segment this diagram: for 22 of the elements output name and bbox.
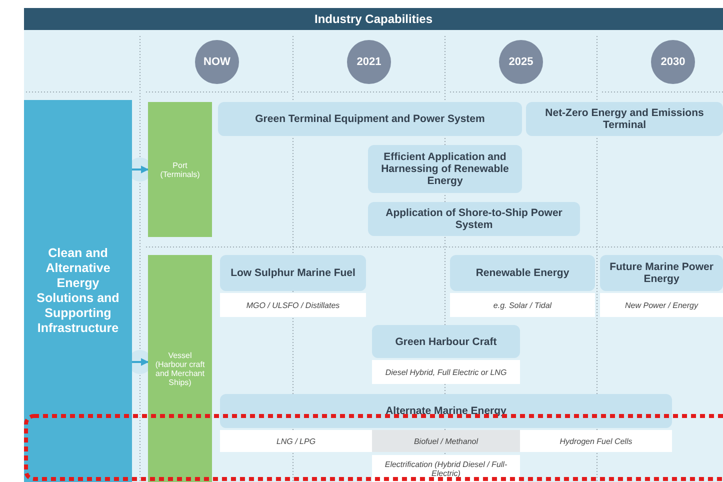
capability-label: Future Marine Power Energy xyxy=(600,255,723,291)
capability-label: Low Sulphur Marine Fuel xyxy=(220,255,366,291)
example-note: e.g. Solar / Tidal xyxy=(450,293,595,317)
example-note: New Power / Energy xyxy=(600,293,723,317)
capability-label: Green Harbour Craft xyxy=(372,325,520,358)
category-panel: Clean and Alternative Energy Solutions and Supporting Infrastructure xyxy=(24,100,132,482)
table-cell: Hydrogen Fuel Cells xyxy=(520,430,672,452)
capability-label: Application of Shore-to-Ship Power System xyxy=(368,202,580,236)
capability-label: Efficient Application and Harnessing of Renewable Energy xyxy=(368,145,522,193)
header-bar: Industry Capabilities xyxy=(24,8,723,30)
arrow xyxy=(132,358,149,366)
segment-bar: Vessel (Harbour craft and Merchant Ships) xyxy=(148,255,212,482)
segment-bar: Port (Terminals) xyxy=(148,102,212,237)
table-cell: LNG / LPG xyxy=(220,430,372,452)
capability-label: Renewable Energy xyxy=(450,255,595,291)
example-note: MGO / ULSFO / Distillates xyxy=(220,293,366,317)
capability-label: Green Terminal Equipment and Power System xyxy=(218,102,522,136)
table-cell: Biofuel / Methanol xyxy=(372,430,520,452)
capability-label: Net-Zero Energy and Emissions Terminal xyxy=(526,102,723,136)
example-note: Diesel Hybrid, Full Electric or LNG xyxy=(372,360,520,384)
table-cell: Electrification (Hybrid Diesel / Full-Electric) xyxy=(372,455,520,482)
arrow xyxy=(132,166,149,174)
